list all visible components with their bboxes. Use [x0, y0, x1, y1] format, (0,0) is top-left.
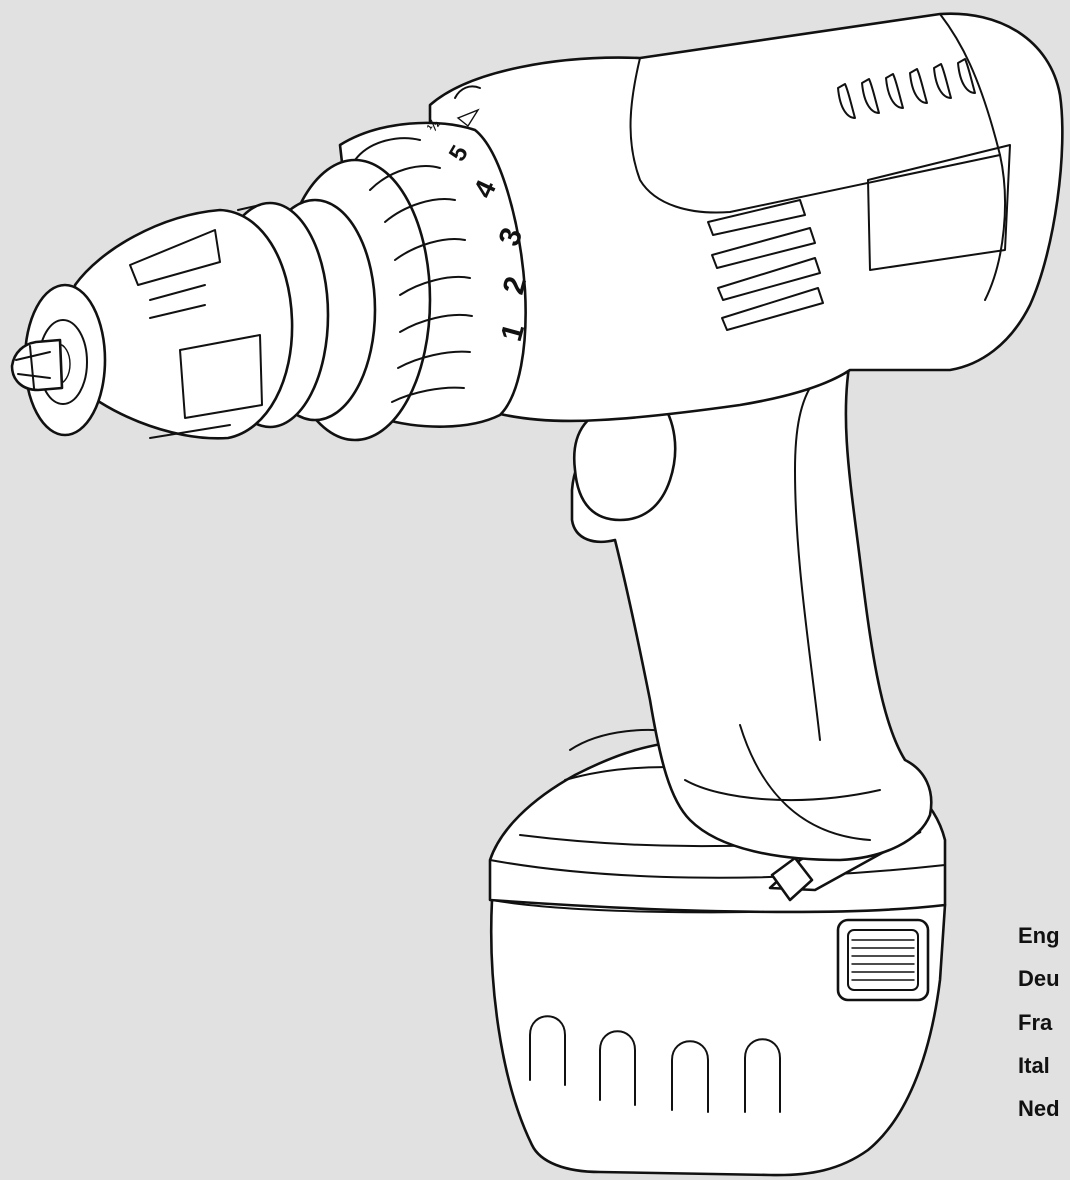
driver-bit — [10, 338, 64, 392]
language-dutch[interactable]: Ned — [1018, 1096, 1060, 1122]
keyless-chuck — [23, 198, 377, 440]
motor-housing — [428, 12, 1064, 423]
language-list: Eng Deu Fra Ital Ned — [1018, 914, 1060, 1130]
latch-grip-lines — [851, 939, 915, 981]
language-italian[interactable]: Ital — [1018, 1052, 1050, 1078]
collar-ribs — [354, 137, 473, 403]
language-english[interactable]: Eng — [1018, 923, 1060, 948]
language-german[interactable]: Deu — [1018, 966, 1060, 992]
top-vent-slots — [837, 58, 976, 119]
side-vent-slots — [707, 199, 824, 331]
battery-pack — [488, 729, 947, 1177]
language-french[interactable]: Fra — [1018, 1009, 1053, 1035]
